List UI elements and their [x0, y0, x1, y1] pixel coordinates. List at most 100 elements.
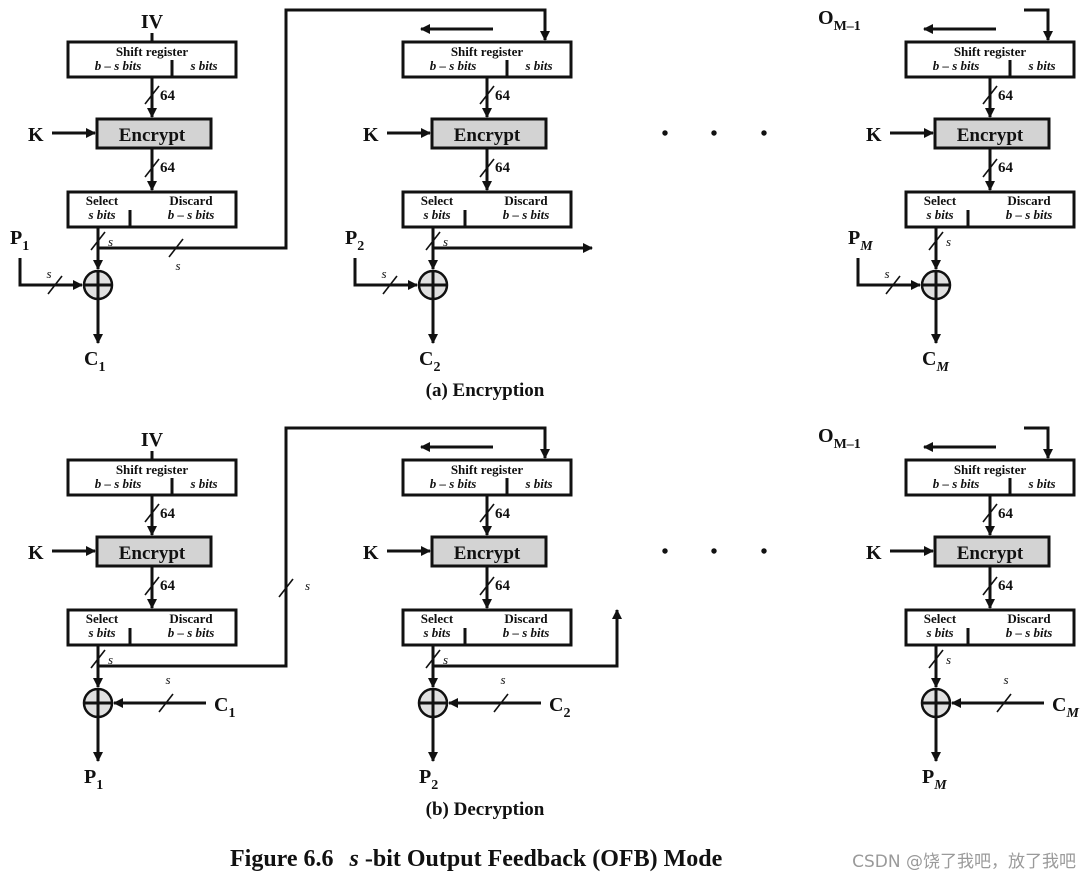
shift-register-label: Shift register: [451, 462, 524, 477]
dec-feedback-path-1: [98, 426, 521, 668]
shift-register-right-bits: s bits: [1027, 476, 1055, 491]
dec-o-prev-label: OM–1: [818, 425, 861, 452]
shift-register-left-bits: b – s bits: [95, 58, 142, 73]
bus-width-slash: [479, 576, 495, 596]
feedback-in-arrow: [1024, 8, 1053, 41]
discard-label: Discard: [169, 193, 213, 208]
bus-width-slash: [996, 693, 1012, 713]
key-label: K: [866, 124, 882, 146]
ciphertext-input-label-subscript: 1: [228, 706, 235, 721]
output-label-subscript: 1: [96, 778, 103, 793]
select-label: Select: [86, 193, 119, 208]
output-label-subscript: 1: [98, 360, 105, 375]
key-label: K: [363, 124, 379, 146]
shift-register-label: Shift register: [451, 44, 524, 59]
shift-register-left-bits: b – s bits: [933, 58, 980, 73]
discard-bits-label: b – s bits: [1006, 207, 1053, 222]
shift-register-left-bits: b – s bits: [430, 476, 477, 491]
shift-register-label: Shift register: [954, 44, 1027, 59]
width-s-label: s: [381, 266, 386, 281]
bus-width-slash: [144, 503, 160, 523]
bus-width-slash: [982, 85, 998, 105]
shift-register-right-bits: s bits: [189, 58, 217, 73]
discard-bits-label: b – s bits: [503, 625, 550, 640]
shift-register-right-bits: s bits: [524, 58, 552, 73]
width-64-label: 64: [160, 88, 176, 104]
bus-width-slash: [382, 275, 398, 295]
ciphertext-input-label: C2: [549, 694, 570, 721]
enc-o-prev-label: OM–1: [818, 7, 861, 34]
key-label: K: [28, 542, 44, 564]
discard-label: Discard: [169, 611, 213, 626]
bus-width-slash: [493, 693, 509, 713]
output-label: CM: [922, 348, 949, 375]
enc-o-prev-label-main: O: [818, 7, 834, 29]
discard-bits-label: b – s bits: [168, 207, 215, 222]
shift-register-label: Shift register: [954, 462, 1027, 477]
discard-label: Discard: [504, 193, 548, 208]
bus-width-slash: [90, 231, 106, 251]
plaintext-input-arrow: [353, 258, 418, 290]
bus-width-slash: [158, 693, 174, 713]
encrypt-label: Encrypt: [454, 543, 521, 564]
discard-bits-label: b – s bits: [1006, 625, 1053, 640]
select-discard-box: [401, 608, 573, 647]
discard-label: Discard: [1007, 611, 1051, 626]
bus-width-slash: [278, 578, 294, 598]
bus-width-slash: [144, 85, 160, 105]
select-bits-label: s bits: [925, 207, 953, 222]
output-label-subscript: M: [935, 360, 949, 375]
ciphertext-input-label-main: C: [1052, 694, 1066, 716]
shift-register-left-bits: b – s bits: [430, 58, 477, 73]
ellipsis-dot: •: [760, 123, 767, 145]
select-discard-box: [66, 608, 238, 647]
width-64-label: 64: [495, 506, 511, 522]
shift-register-right-bits: s bits: [524, 476, 552, 491]
width-64-label: 64: [998, 506, 1014, 522]
width-64-label: 64: [160, 160, 176, 176]
plaintext-input-label-main: P: [345, 227, 357, 249]
dec-o-prev-label-subscript: M–1: [834, 437, 861, 452]
plaintext-input-label-main: P: [848, 227, 860, 249]
width-s-label: s: [108, 234, 113, 249]
plaintext-input-label: P2: [345, 227, 364, 254]
width-s-label: s: [443, 234, 448, 249]
discard-bits-label: b – s bits: [503, 207, 550, 222]
bus-width-slash: [982, 503, 998, 523]
plaintext-input-label: PM: [848, 227, 873, 254]
select-bits-label: s bits: [925, 625, 953, 640]
bus-width-slash: [144, 576, 160, 596]
width-64-label: 64: [998, 578, 1014, 594]
bus-width-slash: [479, 158, 495, 178]
ciphertext-input-label-main: C: [214, 694, 228, 716]
select-discard-box: [904, 608, 1076, 647]
bus-width-slash: [982, 576, 998, 596]
ellipsis-dot: •: [710, 541, 717, 563]
select-bits-label: s bits: [87, 625, 115, 640]
shift-register-box: [401, 458, 573, 497]
shift-register-box: [904, 458, 1076, 497]
shift-register-left-bits: b – s bits: [933, 476, 980, 491]
bus-width-slash: [425, 231, 441, 251]
plaintext-input-arrow: [18, 258, 83, 290]
bus-width-slash: [425, 649, 441, 669]
encrypt-label: Encrypt: [119, 543, 186, 564]
output-label-main: P: [84, 766, 96, 788]
width-s-label: s: [500, 672, 505, 687]
key-label: K: [28, 124, 44, 146]
bus-width-slash: [47, 275, 63, 295]
width-64-label: 64: [495, 160, 511, 176]
width-64-label: 64: [495, 88, 511, 104]
bus-width-slash: [168, 238, 184, 258]
ciphertext-input-label-subscript: 2: [563, 706, 570, 721]
watermark-text: CSDN @饶了我吧，放了我吧: [852, 852, 1076, 872]
ellipsis-dot: •: [661, 541, 668, 563]
output-label: C2: [419, 348, 440, 375]
select-label: Select: [924, 611, 957, 626]
encrypt-box: [430, 117, 548, 150]
discard-label: Discard: [504, 611, 548, 626]
